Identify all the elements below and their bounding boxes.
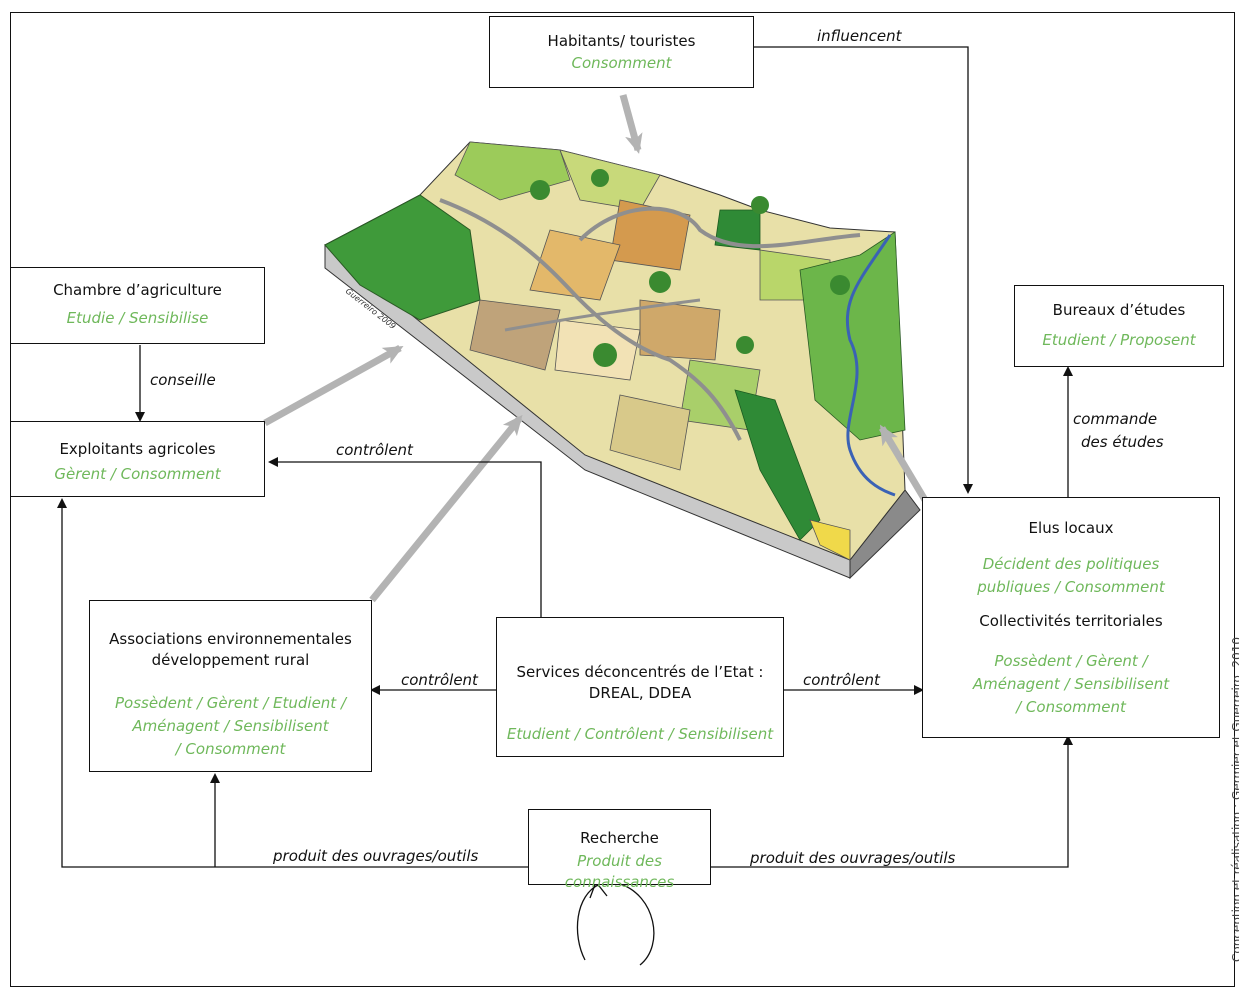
label-commande-1: commande	[1073, 410, 1158, 428]
label-influencent: influencent	[817, 27, 902, 45]
landscape-illustration	[324, 141, 921, 580]
exploitants-title: Exploitants agricoles	[59, 440, 216, 458]
loop-recherche	[576, 883, 655, 966]
label-controlent-associations: contrôlent	[401, 671, 478, 689]
arrow-elus-landscape	[878, 424, 929, 502]
credit-text: Conception et réalisation : Germier et G…	[1230, 636, 1239, 962]
node-exploitants: Exploitants agricoles Gèrent / Consommen…	[10, 421, 265, 497]
recherche-role-1: Produit des	[577, 852, 662, 870]
node-associations: Associations environnementales développe…	[89, 600, 372, 772]
label-commande-2: des études	[1081, 433, 1164, 451]
node-chambre: Chambre d’agriculture Etudie / Sensibili…	[10, 267, 265, 344]
node-recherche: Recherche Produit des connaissances	[528, 809, 711, 891]
arrow-associations-landscape	[369, 414, 523, 603]
label-conseille: conseille	[150, 371, 216, 389]
services-role: Etudient / Contrôlent / Sensibilisent	[506, 725, 774, 743]
connector-arrows	[57, 46, 1073, 966]
elus-title: Elus locaux	[1028, 519, 1114, 537]
recherche-role-2: connaissances	[564, 873, 675, 891]
collectivites-role-1: Possèdent / Gèrent /	[994, 652, 1148, 670]
arrow-produit-elus	[711, 735, 1073, 868]
services-title-1: Services déconcentrés de l’Etat :	[516, 663, 764, 681]
label-produit-right: produit des ouvrages/outils	[750, 849, 956, 867]
chambre-title: Chambre d’agriculture	[53, 281, 222, 299]
bureaux-role: Etudient / Proposent	[1042, 331, 1196, 349]
collectivites-title: Collectivités territoriales	[979, 612, 1163, 630]
bureaux-title: Bureaux d’études	[1052, 301, 1186, 319]
arrow-produit-exploitants	[57, 498, 528, 868]
node-habitants: Habitants/ touristes Consomment	[489, 16, 754, 88]
arrow-exploitants-landscape	[263, 344, 404, 427]
node-bureaux: Bureaux d’études Etudient / Proposent	[1014, 285, 1224, 367]
exploitants-role: Gèrent / Consomment	[54, 465, 221, 483]
arrow-influencent	[753, 46, 973, 494]
associations-role-3: / Consomment	[175, 740, 286, 758]
habitants-role: Consomment	[571, 54, 672, 72]
elus-role-1: Décident des politiques	[982, 555, 1160, 573]
collectivites-role-2: Aménagent / Sensibilisent	[972, 675, 1170, 693]
associations-role-1: Possèdent / Gèrent / Etudient /	[114, 694, 347, 712]
associations-title-1: Associations environnementales	[109, 630, 352, 648]
associations-title-2: développement rural	[151, 651, 310, 669]
collectivites-role-3: / Consomment	[1016, 698, 1126, 716]
node-services: Services déconcentrés de l’Etat : DREAL,…	[496, 617, 784, 757]
label-controlent-elus: contrôlent	[803, 671, 880, 689]
elus-role-2: publiques / Consomment	[977, 578, 1165, 596]
habitants-title: Habitants/ touristes	[547, 32, 696, 50]
label-controlent-exploitants: contrôlent	[336, 441, 413, 459]
label-produit-left: produit des ouvrages/outils	[273, 847, 479, 865]
gray-arrows	[263, 94, 929, 603]
arrow-habitants-landscape	[619, 94, 643, 154]
associations-role-2: Aménagent / Sensibilisent	[132, 717, 329, 735]
arrow-controlent-exploitants	[268, 457, 542, 617]
chambre-role: Etudie / Sensibilise	[66, 309, 209, 327]
services-title-2: DREAL, DDEA	[588, 684, 692, 702]
recherche-title: Recherche	[580, 829, 659, 847]
node-elus: Elus locaux Décident des politiques publ…	[922, 497, 1220, 738]
